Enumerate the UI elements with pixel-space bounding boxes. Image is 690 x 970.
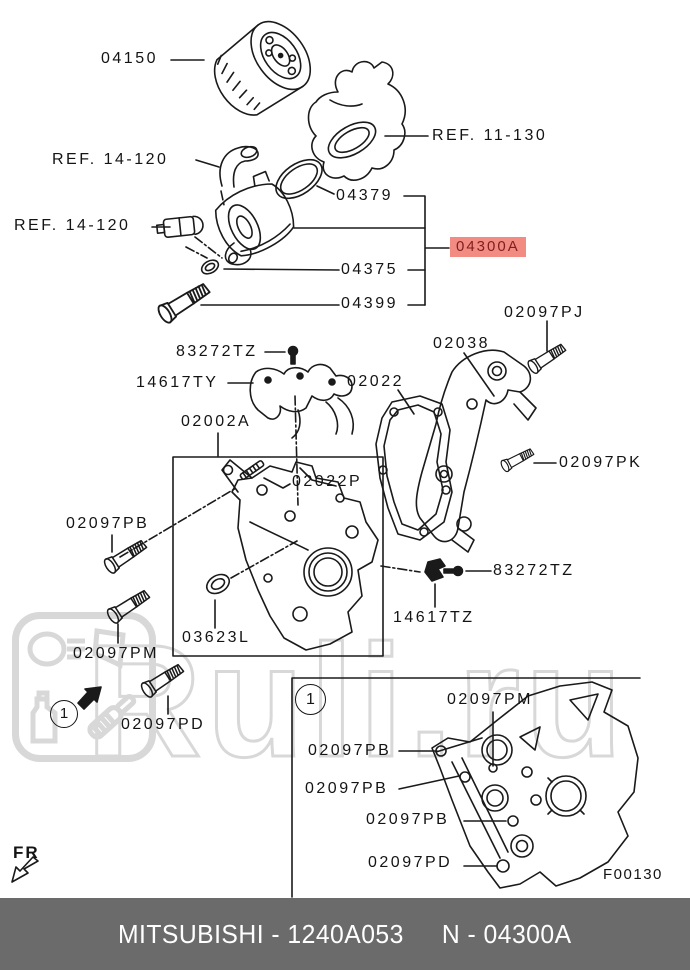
part-label-02097pd-main[interactable]: 02097PD: [121, 716, 206, 733]
watermark-logo-art: [27, 628, 137, 744]
inset-cover-drawing[interactable]: [431, 681, 639, 889]
inset-detail-marker-1: 1: [295, 684, 326, 715]
ref-label-11-130[interactable]: REF. 11-130: [432, 127, 548, 144]
clamp-14617tz-drawing[interactable]: [424, 558, 446, 582]
fr-direction-label: FR: [13, 843, 40, 862]
footer-text: MITSUBISHI - 1240A053 N - 04300A: [118, 919, 572, 950]
bracket-02038-drawing[interactable]: [415, 349, 537, 553]
part-label-04375[interactable]: 04375: [341, 261, 398, 278]
part-label-04150[interactable]: 04150: [101, 50, 158, 67]
figure-code: F00130: [603, 866, 663, 883]
part-label-02097pk[interactable]: 02097PK: [559, 454, 643, 471]
hose-drawing[interactable]: [219, 145, 259, 188]
leader-lines: [111, 59, 557, 867]
seal-03623l-drawing[interactable]: [203, 571, 232, 598]
timing-cover-drawing[interactable]: [221, 459, 379, 651]
part-label-02038[interactable]: 02038: [433, 335, 490, 352]
part-02002a-box: [172, 456, 384, 657]
oil-cooler-drawing[interactable]: [205, 168, 303, 266]
bolt-02097pb-drawing[interactable]: [101, 536, 150, 576]
diagram-line-art: Ruli.ru: [11, 11, 641, 898]
gasket-02022-drawing[interactable]: [375, 395, 453, 541]
inset-box-border: [291, 677, 641, 898]
screw-83272tz-lower-drawing[interactable]: [443, 565, 464, 577]
bracket-14617ty-drawing[interactable]: [249, 363, 354, 439]
exploded-parts-diagram: Ruli.ru: [11, 11, 663, 898]
inset-label-02097pb-2[interactable]: 02097PB: [305, 780, 389, 797]
part-label-14617tz[interactable]: 14617TZ: [393, 609, 475, 626]
oil-filter-drawing[interactable]: [202, 11, 323, 128]
footer-brand-part: MITSUBISHI - 1240A053: [118, 918, 405, 949]
screw-83272tz-upper-drawing[interactable]: [287, 345, 299, 365]
watermark-text: Ruli.ru: [86, 611, 628, 790]
fr-direction-arrow: [11, 856, 39, 883]
part-label-04399[interactable]: 04399: [341, 295, 398, 312]
bolt-02097pk-drawing[interactable]: [499, 445, 536, 474]
highlighted-part-label-04300a[interactable]: 04300A: [450, 237, 526, 257]
centerlines: [119, 190, 421, 579]
footer-catalog-number: N - 04300A: [442, 918, 572, 949]
part-label-02022[interactable]: 02022: [347, 373, 404, 390]
bolt-04399-drawing[interactable]: [154, 278, 214, 326]
ref-label-14-120-b[interactable]: REF. 14-120: [14, 217, 131, 234]
part-label-02097pb-main[interactable]: 02097PB: [66, 515, 150, 532]
part-label-83272tz-b[interactable]: 83272TZ: [493, 562, 575, 579]
detail-marker-1: 1: [50, 700, 78, 728]
housing-drawing[interactable]: [307, 60, 406, 181]
part-label-02002a[interactable]: 02002A: [181, 413, 252, 430]
part-label-04379[interactable]: 04379: [336, 187, 393, 204]
part-label-14617ty[interactable]: 14617TY: [136, 374, 219, 391]
ref-label-14-120-a[interactable]: REF. 14-120: [52, 151, 169, 168]
oring-04375-drawing[interactable]: [199, 257, 221, 276]
part-label-03623l[interactable]: 03623L: [182, 629, 251, 646]
inset-label-02097pb-1[interactable]: 02097PB: [308, 742, 392, 759]
footer-bar: MITSUBISHI - 1240A053 N - 04300A: [0, 898, 690, 970]
inset-label-02097pb-3[interactable]: 02097PB: [366, 811, 450, 828]
part-label-83272tz-a[interactable]: 83272TZ: [176, 343, 258, 360]
part-label-02022p[interactable]: 02022P: [292, 473, 363, 490]
sensor-drawing[interactable]: [155, 215, 204, 238]
part-label-02097pj[interactable]: 02097PJ: [504, 304, 585, 321]
part-label-02097pm-main[interactable]: 02097PM: [73, 645, 159, 662]
inset-label-02097pd[interactable]: 02097PD: [368, 854, 453, 871]
oring-04379-drawing[interactable]: [269, 152, 329, 206]
detail-pointer-arrow: [77, 686, 102, 710]
stud-02022p-drawing[interactable]: [239, 460, 265, 480]
inset-label-02097pm[interactable]: 02097PM: [447, 691, 533, 708]
